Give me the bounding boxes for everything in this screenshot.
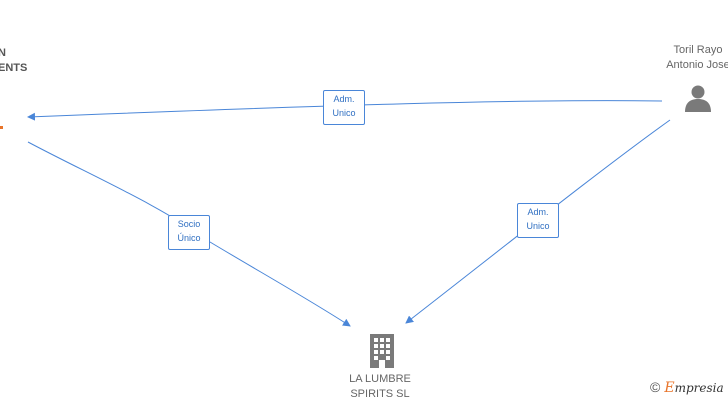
accent-marker [0, 126, 3, 129]
edge-label-line2: Unico [332, 108, 356, 118]
company-name-line2: ENTS [0, 62, 28, 74]
edge-label-line1: Socio [177, 219, 201, 229]
brand-name: mpresia [674, 381, 724, 395]
company-name-line1: N [0, 47, 6, 59]
target-company-label[interactable]: LA LUMBRE SPIRITS SL [330, 372, 430, 402]
target-name-line2: SPIRITS SL [350, 388, 410, 400]
target-name-line1: LA LUMBRE [349, 373, 411, 385]
edge-label-socio[interactable]: Socio Único [168, 215, 210, 250]
copyright-icon: © [650, 379, 661, 395]
person-name-line1: Toril Rayo [673, 44, 723, 56]
company-node-label[interactable]: N ENTS [0, 46, 38, 76]
edge-person-to-company [27, 100, 663, 121]
edge-label-adm-top[interactable]: Adm. Unico [323, 90, 365, 125]
building-icon[interactable] [366, 333, 398, 369]
edge-label-adm-right[interactable]: Adm. Unico [517, 203, 559, 238]
brand-logo[interactable]: ©Empresia [650, 379, 724, 396]
edge-label-line1: Adm. [527, 207, 549, 217]
brand-initial: E [664, 380, 675, 396]
edge-label-line2: Unico [526, 221, 550, 231]
edge-label-line2: Único [177, 233, 201, 243]
person-name-line2: Antonio Jose [666, 59, 728, 71]
edge-label-line1: Adm. [333, 94, 355, 104]
person-icon[interactable] [683, 83, 713, 113]
person-node-label[interactable]: Toril Rayo Antonio Jose [650, 43, 728, 73]
